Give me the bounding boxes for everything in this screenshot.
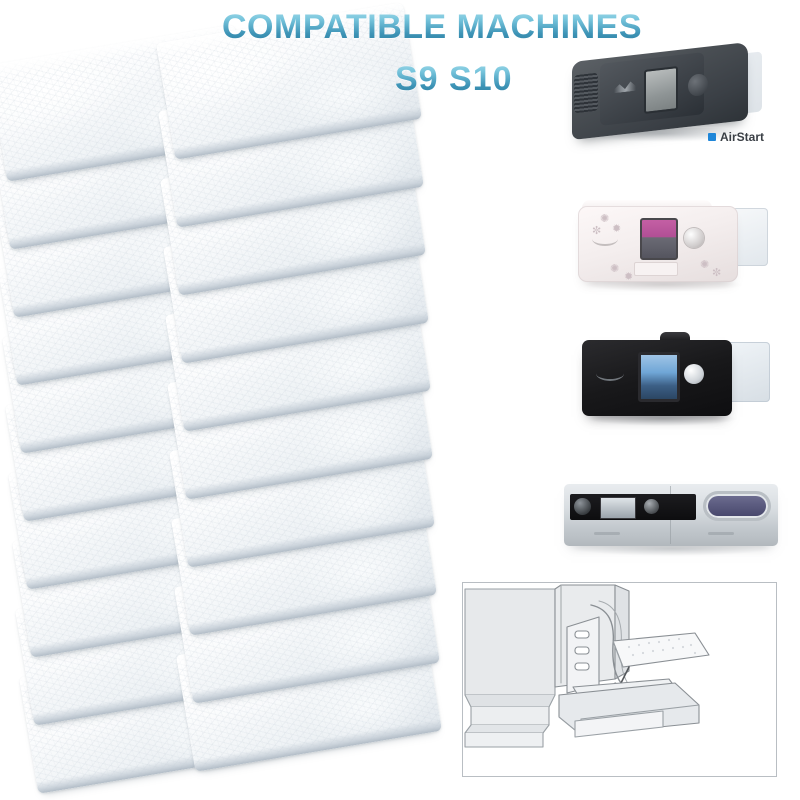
air-vent-icon xyxy=(574,72,598,114)
resmed-logo-icon xyxy=(596,366,624,381)
flower-decal-icon: ✼ xyxy=(592,225,602,237)
flower-decal-icon: ✹ xyxy=(612,223,622,235)
control-dial-icon xyxy=(574,498,591,515)
airstart-label-text: AirStart xyxy=(720,130,765,144)
airstart-machine: AirStart xyxy=(548,28,778,158)
machine-screen xyxy=(600,497,636,519)
filter-installation-drawing xyxy=(464,584,710,748)
filter-pad-stack xyxy=(0,2,462,794)
machine-button xyxy=(634,262,678,276)
machine-lip xyxy=(708,532,734,535)
airstart-label: AirStart xyxy=(708,130,764,144)
silver-s9-machine xyxy=(548,462,788,574)
brand-marker-icon xyxy=(708,133,716,141)
humidifier-window xyxy=(706,494,768,518)
flower-decal-icon: ✺ xyxy=(610,263,620,275)
machine-shadow xyxy=(588,414,738,426)
black-machine xyxy=(548,320,778,442)
flower-decal-icon: ✹ xyxy=(624,271,634,283)
machine-screen xyxy=(638,352,680,402)
machine-screen xyxy=(644,66,678,114)
filter-installation-diagram xyxy=(462,582,777,777)
machine-screen xyxy=(640,218,678,260)
filter-pad-edge xyxy=(193,718,442,772)
control-dial-icon xyxy=(684,228,704,248)
machine-shadow xyxy=(584,280,744,292)
flower-decal-icon: ✺ xyxy=(600,213,610,225)
secondary-dial-icon xyxy=(644,499,659,514)
flower-decal-icon: ✼ xyxy=(712,267,722,279)
resmed-logo-icon xyxy=(592,232,618,246)
flower-decal-icon: ✺ xyxy=(700,259,710,271)
control-dial-icon xyxy=(684,364,704,384)
machine-lip xyxy=(594,532,620,535)
machine-shadow xyxy=(572,544,772,556)
pink-floral-machine: ✺ ✹ ✼ ✺ ✹ ✺ ✼ xyxy=(548,188,778,306)
